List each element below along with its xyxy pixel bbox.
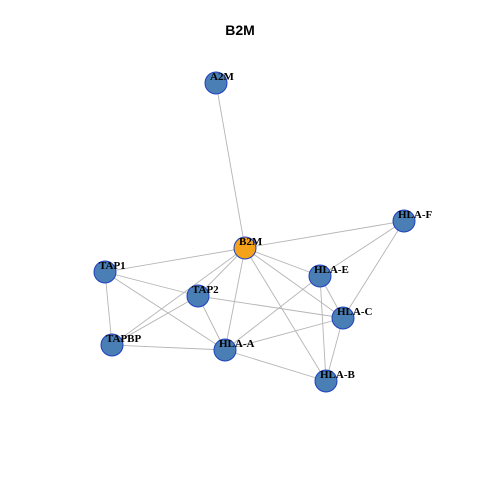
edge-tap2-tapbp [111, 295, 199, 346]
node-hla-f[interactable]: HLA-F [392, 209, 433, 233]
node-label: TAP2 [192, 284, 219, 296]
node-circle[interactable] [213, 338, 237, 362]
node-label: HLA-A [219, 338, 255, 350]
edge-hla-f-hla-c [342, 220, 405, 319]
node-hla-c[interactable]: HLA-C [331, 306, 373, 330]
edge-b2m-hla-f [244, 220, 405, 249]
node-circle[interactable] [308, 264, 332, 288]
node-b2m[interactable]: B2M [233, 236, 263, 260]
node-label: A2M [210, 71, 234, 83]
edge-hla-e-hla-a [224, 275, 321, 351]
edge-hla-f-hla-e [319, 220, 405, 277]
node-circle[interactable] [186, 284, 210, 308]
edge-b2m-hla-e [244, 247, 321, 277]
edge-tapbp-hla-a [111, 344, 226, 351]
node-tapbp[interactable]: TAPBP [100, 333, 142, 357]
edge-tap1-hla-a [104, 271, 226, 351]
edge-b2m-hla-b [244, 247, 327, 382]
edge-layer [104, 82, 405, 382]
node-circle[interactable] [314, 369, 338, 393]
node-circle[interactable] [233, 236, 257, 260]
edge-b2m-tap1 [104, 247, 246, 273]
edge-tap1-tapbp [104, 271, 113, 346]
node-hla-b[interactable]: HLA-B [314, 369, 356, 393]
node-circle[interactable] [392, 209, 416, 233]
node-tap2[interactable]: TAP2 [186, 284, 219, 308]
node-label: HLA-F [398, 209, 433, 221]
node-hla-a[interactable]: HLA-A [213, 338, 255, 362]
edge-a2m-b2m [215, 82, 246, 249]
edge-tap1-tap2 [104, 271, 199, 297]
node-label: HLA-B [320, 369, 356, 381]
node-tap1[interactable]: TAP1 [93, 260, 126, 284]
node-hla-e[interactable]: HLA-E [308, 264, 349, 288]
edge-tap2-hla-c [197, 295, 344, 319]
node-label: TAP1 [99, 260, 126, 272]
node-label: HLA-E [314, 264, 349, 276]
edge-hla-a-hla-c [224, 317, 344, 351]
node-label: HLA-C [337, 306, 373, 318]
edge-hla-a-hla-b [224, 349, 327, 382]
edge-b2m-hla-a [224, 247, 246, 351]
node-circle[interactable] [93, 260, 117, 284]
edge-b2m-tapbp [111, 247, 246, 346]
node-circle[interactable] [100, 333, 124, 357]
node-circle[interactable] [204, 71, 228, 95]
graph-title: B2M [225, 22, 255, 38]
node-circle[interactable] [331, 306, 355, 330]
node-a2m[interactable]: A2M [204, 71, 234, 95]
edge-hla-e-hla-b [319, 275, 327, 382]
edge-b2m-hla-c [244, 247, 344, 319]
node-label: B2M [239, 236, 263, 248]
node-label: TAPBP [106, 333, 142, 345]
